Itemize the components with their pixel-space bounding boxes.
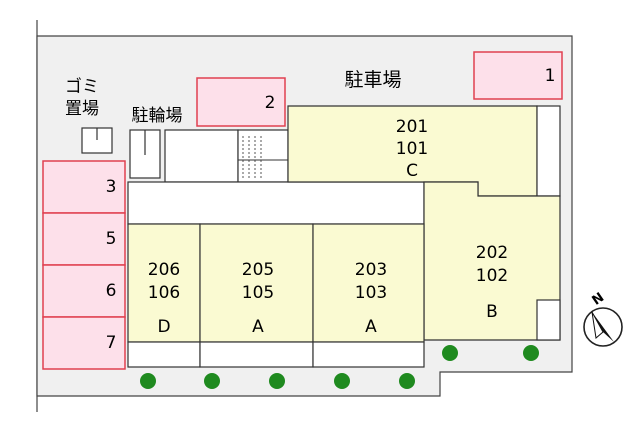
parking-space-label: 1 <box>545 66 556 86</box>
garbage-label-line1: ゴミ <box>65 76 99 97</box>
parking-space-2: 2 <box>196 77 286 127</box>
parking-space-3: 3 <box>42 160 126 214</box>
unit-a-203-lower-room: 103 <box>355 283 387 303</box>
unit-d-lower-room: 106 <box>148 283 180 303</box>
tree-icon <box>442 345 458 361</box>
tree-icon <box>269 373 285 389</box>
parking-space-7: 7 <box>42 316 126 370</box>
parking-space-label: 5 <box>106 229 117 249</box>
parking-space-label: 6 <box>106 281 117 301</box>
unit-c-type: C <box>406 161 418 181</box>
garbage-label-line2: 置場 <box>65 99 99 119</box>
unit-d-type: D <box>157 317 170 337</box>
unit-c-lower-room: 101 <box>396 139 428 159</box>
unit-a-203-type: A <box>365 317 377 337</box>
tree-icon <box>204 373 220 389</box>
unit-a-205-upper-room: 205 <box>242 260 274 280</box>
corridor <box>127 181 425 225</box>
unit-a-205-lower-room: 105 <box>242 283 274 303</box>
bicycle-parking-label: 駐輪場 <box>132 106 183 126</box>
unit-b-type: B <box>486 302 498 322</box>
unit-b-balcony <box>536 299 561 341</box>
balcony-d <box>127 341 201 368</box>
tree-icon <box>399 373 415 389</box>
unit-a-203-upper-room: 203 <box>355 260 387 280</box>
tree-icon <box>140 373 156 389</box>
balcony-a-203 <box>312 341 425 368</box>
unit-b-lower-room: 102 <box>476 266 508 286</box>
unit-b-upper-room: 202 <box>476 243 508 263</box>
balcony-a-205 <box>199 341 314 368</box>
parking-label: 駐車場 <box>344 69 401 91</box>
tree-icon <box>334 373 350 389</box>
unit-c-balcony <box>536 105 561 197</box>
tree-icon <box>523 345 539 361</box>
parking-space-1: 1 <box>473 51 563 100</box>
parking-space-5: 5 <box>42 212 126 266</box>
trees <box>140 345 539 389</box>
unit-d <box>127 223 201 343</box>
stair-steps <box>242 136 262 180</box>
parking-space-label: 2 <box>265 93 276 113</box>
unit-c-upper-room: 201 <box>396 117 428 137</box>
unit-d-upper-room: 206 <box>148 260 180 280</box>
unit-a-203 <box>312 223 425 343</box>
unit-a-205 <box>199 223 314 343</box>
parking-space-6: 6 <box>42 264 126 318</box>
compass-icon: N <box>583 290 623 347</box>
unit-a-205-type: A <box>252 317 264 337</box>
parking-space-label: 3 <box>106 177 117 197</box>
stair-area <box>237 129 289 183</box>
entrance-area <box>164 129 239 183</box>
compass-north-label: N <box>590 290 608 309</box>
parking-space-label: 7 <box>106 333 117 353</box>
